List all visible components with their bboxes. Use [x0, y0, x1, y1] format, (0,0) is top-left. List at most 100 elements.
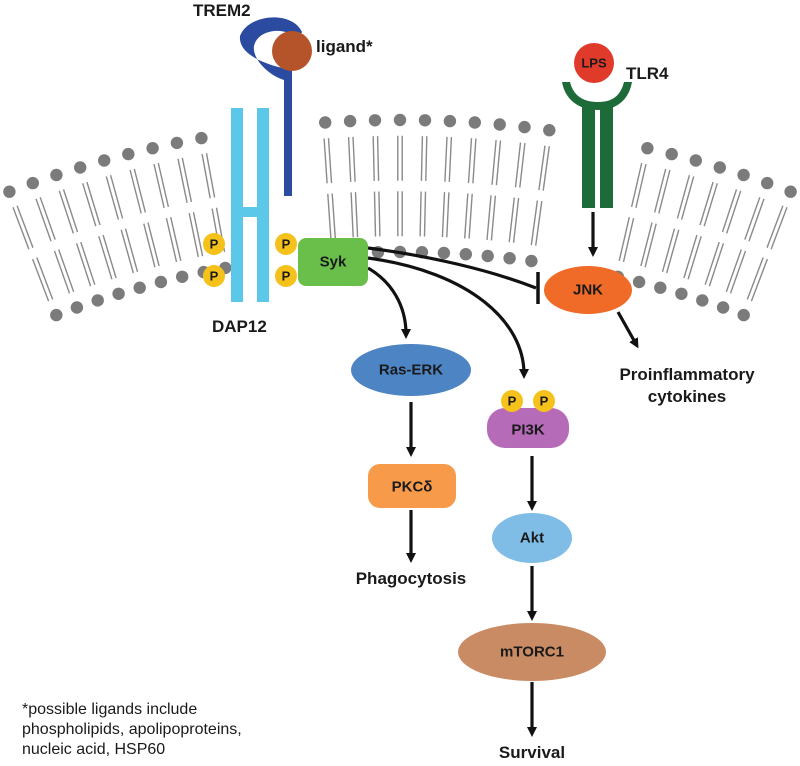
pi3k-label: PI3K [511, 422, 545, 439]
dap12-receptor [231, 108, 269, 302]
lipid-head [632, 275, 646, 289]
dap12-label: DAP12 [212, 317, 267, 336]
lipid-head [368, 114, 382, 127]
lipid-head [50, 168, 63, 182]
syk-node: Syk [298, 238, 368, 286]
ligand-label: ligand* [316, 37, 373, 56]
tlr4-left-chain [582, 104, 595, 208]
lipid-head [641, 142, 654, 155]
lipid-head [74, 161, 87, 174]
trem2-label: TREM2 [193, 1, 251, 20]
tlr4-label: TLR4 [626, 64, 669, 83]
phagocytosis-label: Phagocytosis [356, 569, 467, 588]
lipid-head [696, 294, 709, 307]
mtorc1-label: mTORC1 [500, 644, 564, 661]
signaling-connectors [367, 212, 639, 737]
ligand-footnote: *possible ligands include phospholipids,… [22, 700, 362, 760]
ras-erk-node: Ras-ERK [351, 344, 471, 396]
lipid-head [418, 114, 432, 127]
tlr4-receptor [562, 43, 632, 208]
phospho-dap12-bottom-left: P [203, 265, 225, 287]
lps-label: LPS [581, 56, 607, 71]
svg-text:P: P [210, 237, 219, 252]
lipid-head [98, 154, 111, 167]
pi3k-phospho-sites: P P [501, 390, 555, 412]
lps-circle [574, 43, 614, 83]
lipid-head [518, 120, 531, 134]
akt-node: Akt [492, 513, 572, 563]
lipid-head [122, 147, 135, 161]
pkcd-label: PKCδ [392, 479, 433, 496]
akt-label: Akt [520, 530, 544, 547]
lipid-head [443, 114, 457, 128]
cell-membrane [3, 113, 797, 322]
phospho-pi3k-right: P [533, 390, 555, 412]
lipid-head [146, 142, 159, 155]
lipid-tails [12, 135, 788, 302]
lipid-head [195, 131, 208, 145]
lipid-head [675, 287, 688, 300]
dap12-left-chain [231, 108, 243, 302]
lipid-head [50, 308, 63, 322]
svg-text:P: P [540, 394, 549, 409]
lipid-head [176, 270, 189, 283]
lipid-head [468, 116, 481, 129]
lipid-head [3, 185, 16, 198]
lipid-head [26, 176, 39, 190]
lipid-head [343, 114, 357, 128]
lipid-head [525, 254, 538, 268]
phospho-dap12-bottom-right: P [275, 265, 297, 287]
lipid-head [481, 249, 494, 263]
syk-inhibits-jnk [367, 246, 537, 290]
tlr4-cup [562, 82, 632, 110]
lipid-head [91, 294, 104, 307]
dap12-phospho-sites: P P P P [203, 233, 297, 287]
lipid-head [503, 252, 516, 265]
pkcd-node: PKCδ [368, 464, 456, 508]
survival-label: Survival [499, 743, 565, 762]
svg-text:P: P [210, 269, 219, 284]
footnote-line-2: phospholipids, apolipoproteins, [22, 721, 242, 738]
footnote-line-3: nucleic acid, HSP60 [22, 741, 166, 758]
lipid-head [112, 287, 125, 300]
lipid-head [737, 168, 750, 182]
lipid-head [689, 154, 702, 167]
lipid-head [459, 248, 472, 261]
pi3k-node: PI3K [487, 408, 569, 448]
svg-text:P: P [282, 269, 291, 284]
lipid-head [737, 308, 750, 322]
lipid-head [543, 124, 556, 137]
lipid-head [70, 301, 84, 314]
trem2-body [239, 17, 302, 196]
ras-erk-label: Ras-ERK [379, 362, 443, 379]
lipid-head [437, 246, 451, 260]
svg-text:P: P [508, 394, 517, 409]
lipid-head [761, 176, 774, 190]
lipid-head [393, 113, 407, 127]
lipid-head [493, 118, 506, 131]
phospho-dap12-top-right: P [275, 233, 297, 255]
jnk-label: JNK [573, 282, 603, 299]
lipid-head [654, 281, 667, 294]
phospho-dap12-top-left: P [203, 233, 225, 255]
proinflammatory-label: Proinflammatory [619, 365, 755, 384]
footnote-line-1: *possible ligands include [22, 701, 198, 718]
arrow-syk-ras-erk [367, 266, 411, 339]
lipid-head [170, 136, 184, 150]
lipid-heads-inner [50, 245, 750, 322]
lipid-head [665, 147, 678, 161]
lipid-head [716, 301, 730, 314]
arrow-syk-pi3k [367, 256, 529, 379]
mtorc1-node: mTORC1 [458, 623, 606, 681]
dap12-disulfide-bridge [243, 207, 257, 217]
svg-text:P: P [282, 237, 291, 252]
lipid-head [133, 281, 146, 294]
lipid-heads-outer [3, 113, 797, 198]
lipid-head [319, 116, 332, 129]
trem2-receptor [239, 17, 312, 196]
dap12-right-chain [257, 108, 269, 302]
lipid-head [713, 161, 726, 174]
phospho-pi3k-left: P [501, 390, 523, 412]
ligand-circle [272, 31, 312, 71]
